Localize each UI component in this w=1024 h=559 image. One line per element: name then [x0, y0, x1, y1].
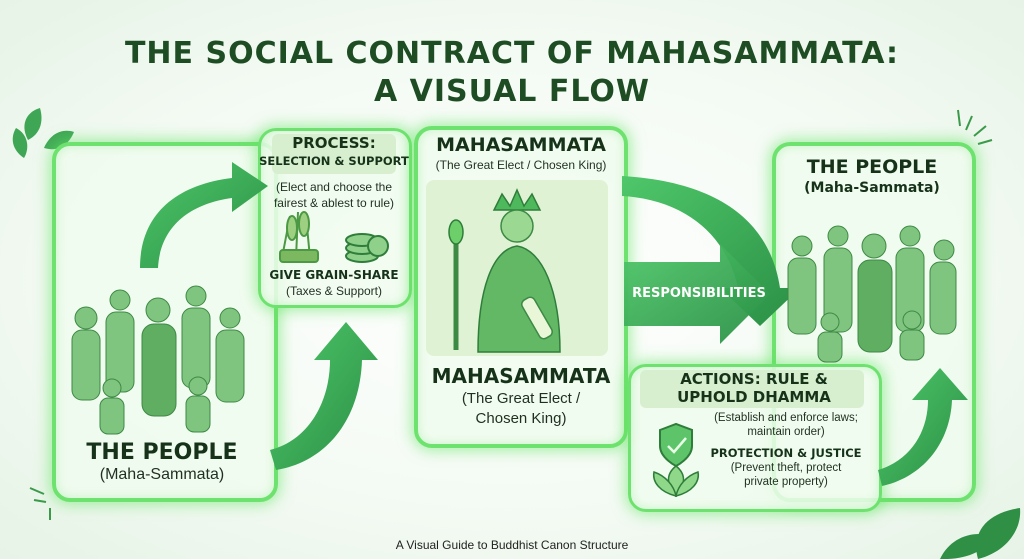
grain-share-subtitle: (Taxes & Support): [285, 284, 383, 298]
footer-caption: A Visual Guide to Buddhist Canon Structu…: [395, 538, 629, 552]
actions-label-box: [640, 370, 864, 408]
king-bottom-heading: MAHASAMMATA: [431, 364, 611, 388]
actions-heading-line-2: UPHOLD DHAMMA: [677, 388, 831, 406]
process-desc-line-2: fairest & ablest to rule): [273, 196, 395, 210]
actions-desc-line-2: maintain order): [747, 426, 825, 438]
title-line-2: A VISUAL FLOW: [374, 74, 650, 109]
people-crowd-illustration-left: [71, 285, 245, 435]
shield-icon: [659, 422, 693, 468]
king-illustration: [426, 180, 608, 356]
grain-icon: [279, 211, 319, 263]
actions-desc-line-1: (Establish and enforce laws;: [714, 412, 858, 424]
scroll-icon: [521, 296, 553, 340]
sparkle-icon-top-right: [957, 109, 993, 145]
arrow-people-to-process: [140, 162, 268, 268]
king-top-heading: MAHASAMMATA: [436, 134, 606, 156]
protection-line-2: private property): [744, 476, 828, 488]
protection-heading: PROTECTION & JUSTICE: [710, 446, 862, 460]
people-crowd-illustration-right: [787, 225, 957, 363]
grain-share-heading: GIVE GRAIN-SHARE: [269, 268, 399, 282]
process-label-box: [272, 134, 396, 174]
right-people-heading: THE PEOPLE: [806, 156, 938, 178]
arrow-king-to-people: [622, 176, 800, 344]
left-people-subtitle: (Maha-Sammata): [99, 466, 225, 483]
arrow-support-to-king: [270, 322, 378, 470]
crown-icon: [492, 188, 542, 211]
process-heading: PROCESS:: [292, 134, 376, 152]
actions-heading-line-1: ACTIONS: RULE &: [680, 370, 828, 388]
coins-icon: [345, 233, 389, 263]
process-desc-line-1: (Elect and choose the: [275, 180, 393, 194]
king-top-subtitle: (The Great Elect / Chosen King): [435, 158, 607, 172]
arrow-actions-to-people: [878, 368, 968, 486]
process-subheading: SELECTION & SUPPORT: [259, 154, 409, 168]
leaf-icon-bottom-right: [940, 508, 1021, 559]
sparkle-icon-bottom-left: [29, 487, 51, 520]
left-people-heading: THE PEOPLE: [86, 440, 238, 465]
king-bottom-subtitle-line-2: Chosen King): [475, 410, 567, 427]
lotus-icon: [652, 465, 700, 498]
right-people-subtitle: (Maha-Sammata): [804, 180, 940, 196]
leaf-icon-top-left: [12, 108, 74, 158]
protection-line-1: (Prevent theft, protect: [730, 462, 842, 474]
responsibilities-label: RESPONSIBILITIES: [632, 286, 766, 301]
title-line-1: THE SOCIAL CONTRACT OF MAHASAMMATA:: [124, 36, 900, 71]
king-bottom-subtitle-line-1: (The Great Elect /: [461, 390, 581, 407]
